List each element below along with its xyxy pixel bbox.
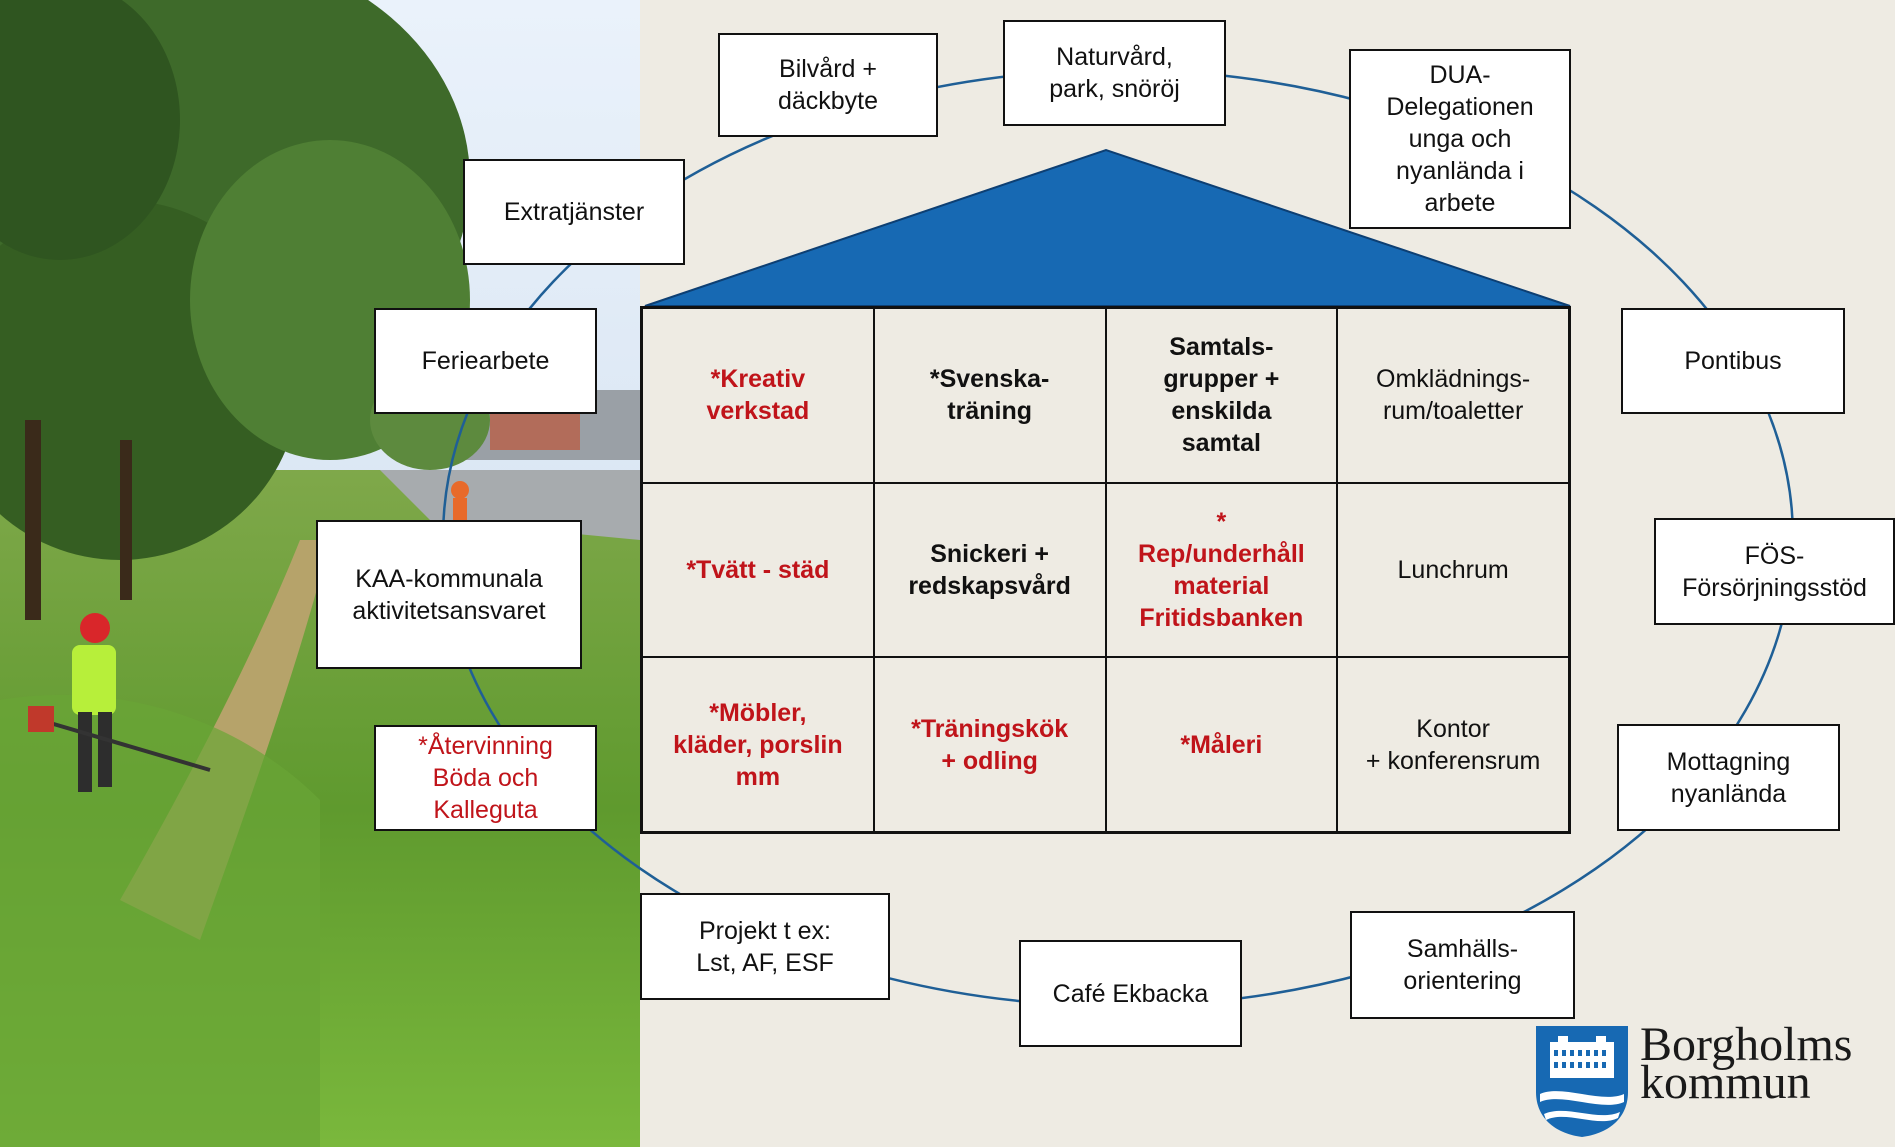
house-cell: Lunchrum	[1337, 482, 1569, 658]
fos-box: FÖS- Försörjningsstöd	[1654, 518, 1895, 625]
dua-box: DUA- Delegationen unga och nyanlända i a…	[1349, 49, 1571, 229]
kaa-box: KAA-kommunala aktivitetsansvaret	[316, 520, 582, 669]
extratjanster-box: Extratjänster	[463, 159, 685, 265]
feriearbete-box: Feriearbete	[374, 308, 597, 414]
borgholms-kommun-logo	[1536, 1026, 1628, 1137]
house-cell: *Möbler, kläder, porslin mm	[642, 657, 874, 832]
house-cell: *Träningskök + odling	[873, 657, 1106, 832]
house-cell: *Tvätt - städ	[642, 482, 874, 658]
house-cell: Kontor + konferensrum	[1337, 657, 1569, 832]
house-cell: Snickeri + redskapsvård	[873, 482, 1106, 658]
samhallsorientering-box: Samhälls- orientering	[1350, 911, 1575, 1019]
bilvard-box: Bilvård + däckbyte	[718, 33, 938, 137]
house-cell: *Svenska- träning	[873, 308, 1106, 483]
mottagning-box: Mottagning nyanlända	[1617, 724, 1840, 831]
logo-text: Borgholms kommun	[1640, 1018, 1853, 1109]
logo-line-1: Borgholms	[1640, 1018, 1853, 1071]
cafe-ekbacka-box: Café Ekbacka	[1019, 940, 1242, 1047]
house-cell: * Rep/underhåll material Fritidsbanken	[1105, 482, 1338, 658]
naturvard-box: Naturvård, park, snöröj	[1003, 20, 1226, 126]
house-cell: Omklädnings- rum/toaletter	[1337, 308, 1569, 483]
house-cell: *Måleri	[1105, 657, 1338, 832]
atervinning-box: *Återvinning Böda och Kalleguta	[374, 725, 597, 831]
house-cell: *Kreativ verkstad	[642, 308, 874, 483]
house-cell: Samtals- grupper + enskilda samtal	[1105, 308, 1338, 483]
logo-line-2: kommun	[1640, 1056, 1811, 1109]
projekt-box: Projekt t ex: Lst, AF, ESF	[640, 893, 890, 1000]
pontibus-box: Pontibus	[1621, 308, 1845, 414]
